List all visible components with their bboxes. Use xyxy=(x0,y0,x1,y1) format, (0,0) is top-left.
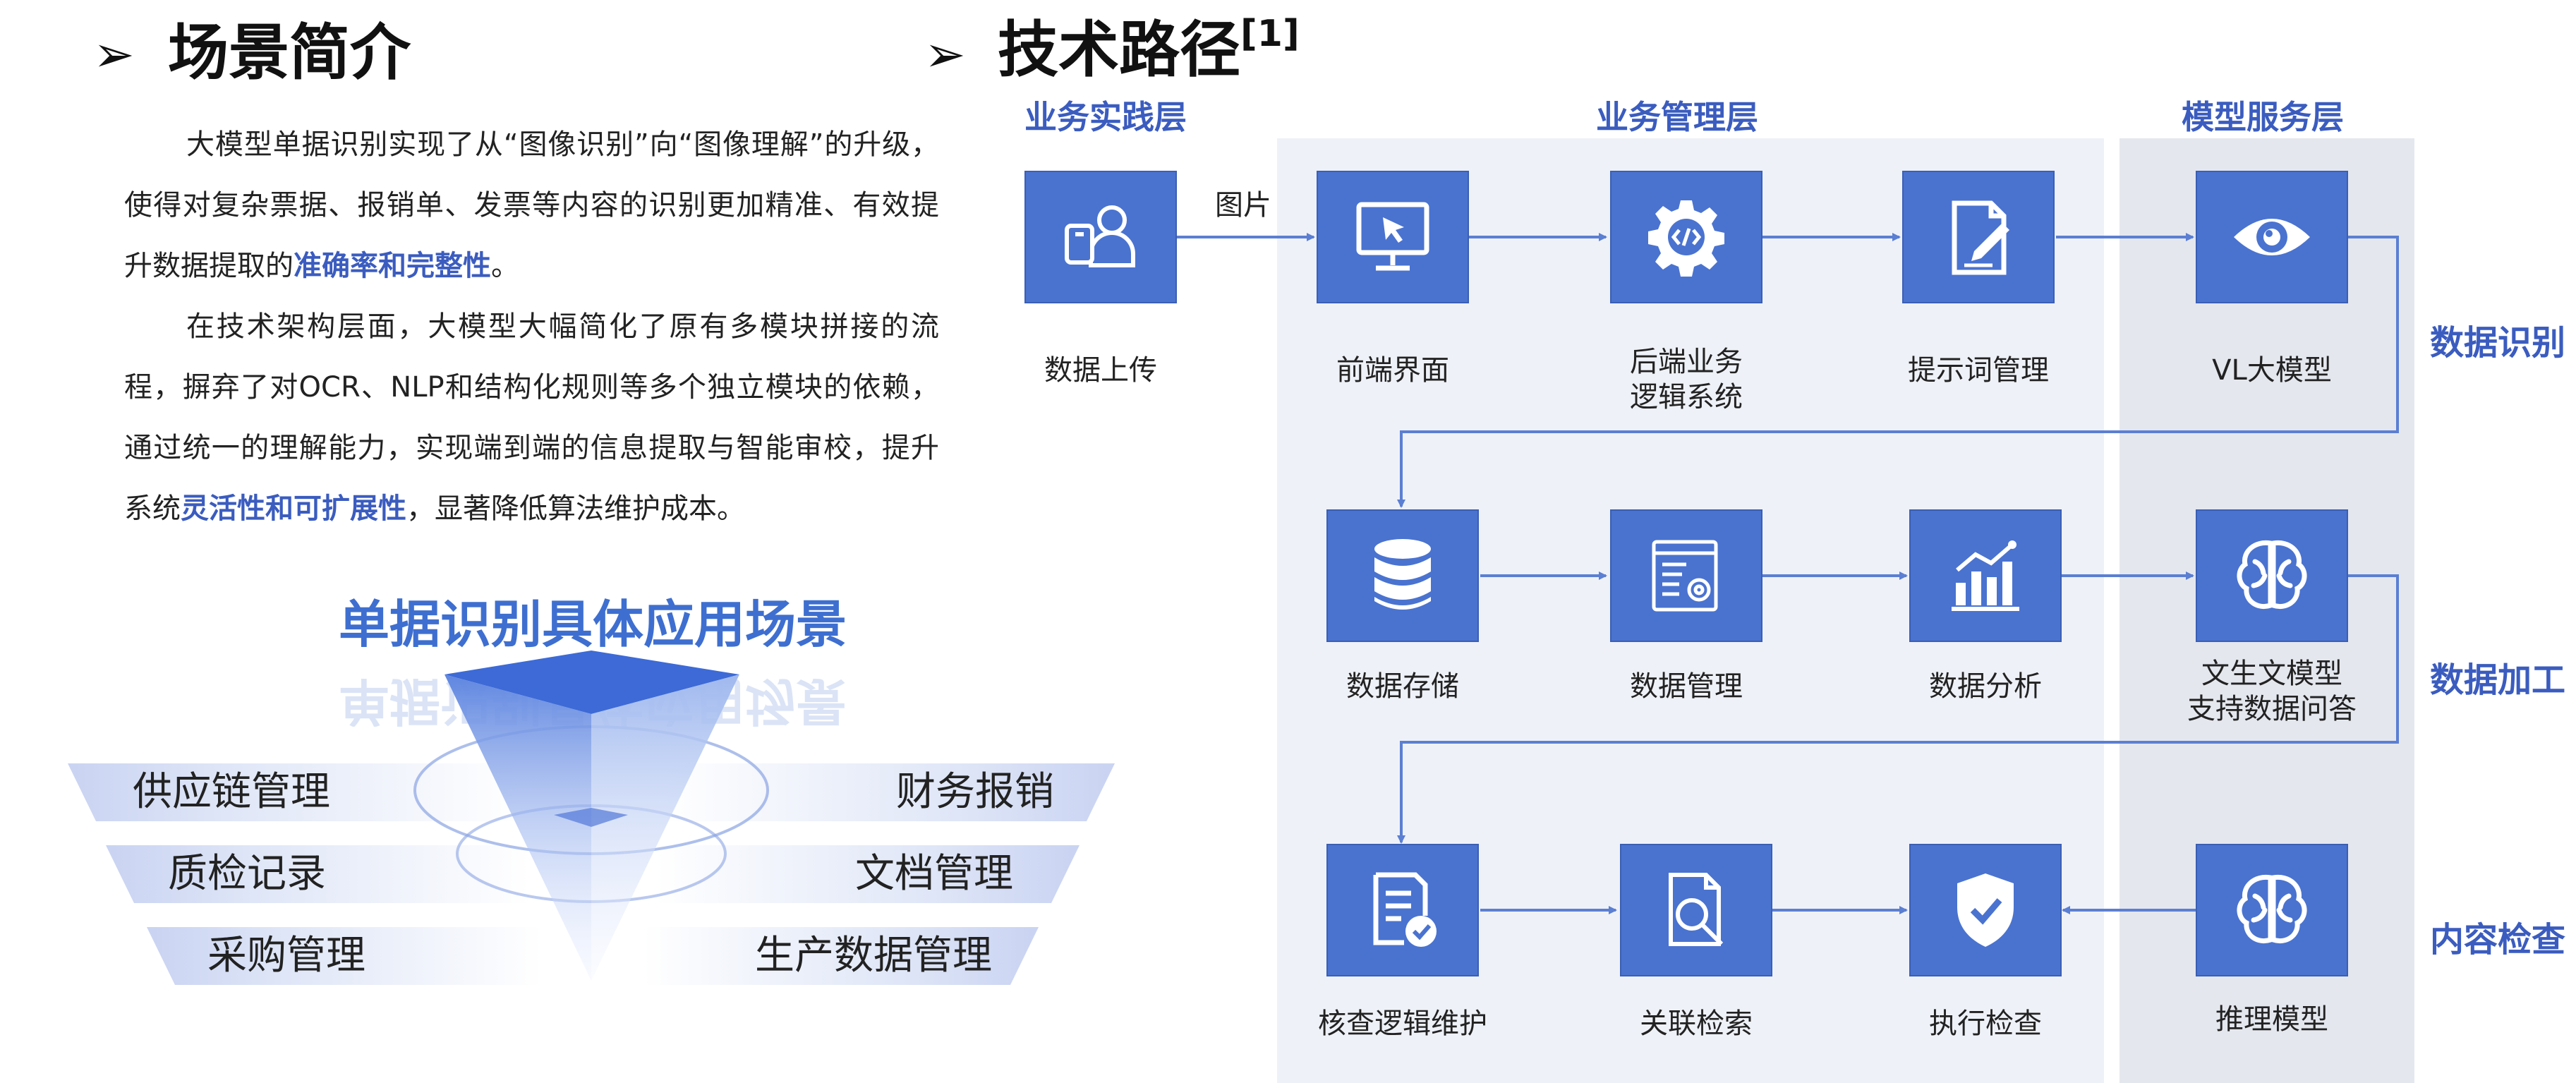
label-reasoning-model: 推理模型 xyxy=(2215,1003,2328,1036)
label-vl-model: VL大模型 xyxy=(2212,354,2332,387)
tech-heading: 技术路径[1] xyxy=(998,13,1300,85)
bar-chart-icon xyxy=(1952,540,2019,611)
node-reasoning-model xyxy=(2196,844,2348,976)
label-frontend: 前端界面 xyxy=(1336,354,1449,387)
label-data-analysis: 数据分析 xyxy=(1929,670,2042,703)
node-backend xyxy=(1610,171,1762,303)
node-text-model xyxy=(2196,509,2348,642)
heading-arrow-icon: ➢ xyxy=(93,25,135,83)
node-exec-check xyxy=(1909,844,2062,976)
label-check-logic: 核查逻辑维护 xyxy=(1318,1008,1487,1040)
brain-icon xyxy=(2237,874,2307,943)
row-label-data-recognition: 数据识别 xyxy=(2430,323,2566,363)
reference-mark: [1] xyxy=(1240,13,1300,55)
label-data-upload: 数据上传 xyxy=(1044,354,1157,387)
node-prompt-mgmt xyxy=(1902,171,2055,303)
highlight-flexibility: 灵活性和可扩展性 xyxy=(181,492,406,525)
layer-model-service: 模型服务层 xyxy=(2182,98,2344,136)
node-data-analysis xyxy=(1909,509,2062,642)
node-vl-model xyxy=(2196,171,2348,303)
intro-para-2: 在技术架构层面，大模型大幅简化了原有多模块拼接的流程，摒弃了对OCR、NLP和结… xyxy=(124,310,939,525)
row-label-data-processing: 数据加工 xyxy=(2430,660,2566,700)
layer-business-management: 业务管理层 xyxy=(1596,98,1758,136)
document-search-icon xyxy=(1669,873,1724,946)
node-data-mgmt xyxy=(1610,509,1762,642)
intro-heading: 场景简介 xyxy=(168,18,411,88)
scene-document-mgmt: 文档管理 xyxy=(855,851,1013,897)
scene-band-right-1 xyxy=(663,763,1115,821)
scene-band-left-3 xyxy=(147,927,542,985)
scene-band-right-2 xyxy=(656,845,1080,903)
node-related-search xyxy=(1620,844,1772,976)
node-data-upload xyxy=(1024,171,1177,303)
database-icon xyxy=(1374,539,1431,610)
intro-paragraph: 大模型单据识别实现了从“图像识别”向“图像理解”的升级，使得对复杂票据、报销单、… xyxy=(124,114,939,539)
scene-band-right-3 xyxy=(643,927,1039,985)
node-check-logic xyxy=(1326,844,1479,976)
inverted-pyramid-graphic xyxy=(413,651,769,981)
scene-production-data: 生产数据管理 xyxy=(755,933,992,979)
scene-finance-reimburse: 财务报销 xyxy=(896,769,1054,815)
scene-band-left-1 xyxy=(68,763,519,821)
scene-title: 单据识别具体应用场景 xyxy=(338,595,847,654)
shield-check-icon xyxy=(1957,873,2014,947)
label-prompt-mgmt: 提示词管理 xyxy=(1908,354,2049,387)
brain-icon xyxy=(2237,540,2307,609)
heading-arrow-icon: ➢ xyxy=(924,25,966,83)
layer-business-practice: 业务实践层 xyxy=(1024,98,1187,136)
monitor-cursor-icon xyxy=(1356,202,1429,271)
node-frontend xyxy=(1317,171,1469,303)
scene-quality-record: 质检记录 xyxy=(168,851,326,897)
document-gear-icon xyxy=(1652,540,1718,612)
label-data-mgmt: 数据管理 xyxy=(1630,670,1743,703)
scene-supply-chain: 供应链管理 xyxy=(133,769,330,815)
label-backend: 后端业务 逻辑系统 xyxy=(1630,346,1743,413)
eye-icon xyxy=(2234,219,2310,255)
gear-code-icon xyxy=(1648,200,1724,277)
edge-label-image: 图片 xyxy=(1215,189,1271,222)
node-data-storage xyxy=(1326,509,1479,642)
document-check-icon xyxy=(1373,872,1437,947)
label-exec-check: 执行检查 xyxy=(1929,1008,2042,1040)
label-data-storage: 数据存储 xyxy=(1346,670,1459,703)
intro-para-1: 大模型单据识别实现了从“图像识别”向“图像理解”的升级，使得对复杂票据、报销单、… xyxy=(124,128,939,282)
highlight-accuracy: 准确率和完整性 xyxy=(294,250,491,282)
scene-procurement: 采购管理 xyxy=(207,933,365,979)
label-text-model: 文生文模型 支持数据问答 xyxy=(2187,658,2357,725)
user-upload-icon xyxy=(1065,205,1135,267)
document-edit-icon xyxy=(1952,200,2009,275)
label-related-search: 关联检索 xyxy=(1640,1008,1753,1040)
row-label-content-check: 内容检查 xyxy=(2430,920,2566,960)
